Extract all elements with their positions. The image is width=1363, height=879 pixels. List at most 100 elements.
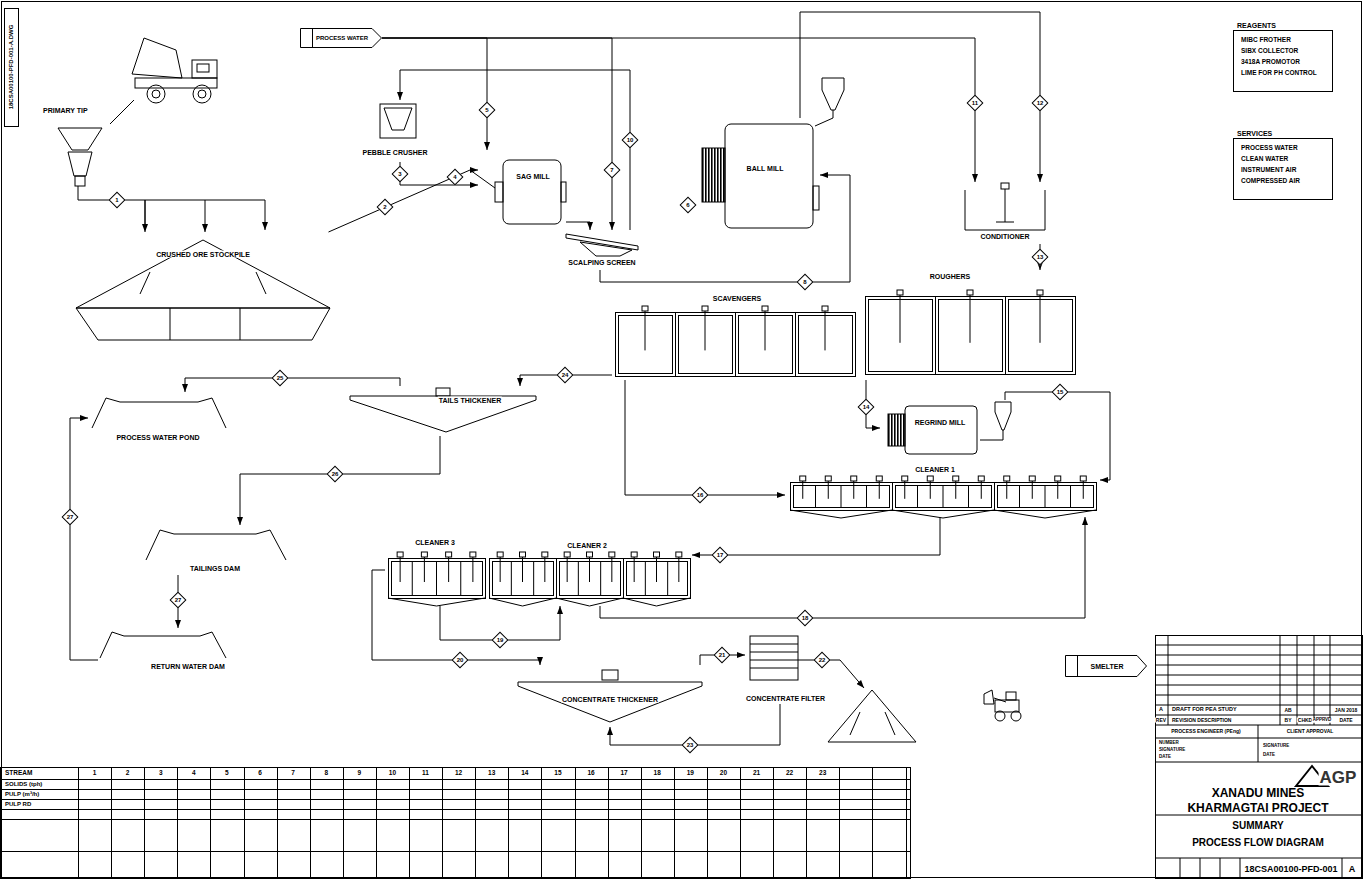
equipment-label: SCALPING SCREEN [567,259,636,266]
conditioner-tank [965,183,1045,230]
flotation-cells [388,552,486,606]
flotation-cells [794,486,890,508]
primary-tip-hopper [75,176,85,186]
arrow-box-outline [301,29,382,48]
table-cell: 20 [719,770,728,777]
regrind-mill-drum [888,414,905,446]
front-loader [984,690,994,704]
flotation-cells [489,598,556,606]
table-cell: 9 [356,770,362,777]
stream-number: 14 [858,399,874,415]
stream-table-grid [839,767,840,879]
process-line [692,517,940,555]
equipment-node: REAGENTSMIBC FROTHERSIBX COLLECTOR3418A … [1233,20,1333,92]
equipment-node: REGRIND MILL [880,400,1015,460]
haul-truck [197,64,209,72]
haul-truck [198,90,206,98]
equipment-label: SAG MILL [515,173,550,180]
equipment-node: CONCENTRATE FILTER [745,632,845,704]
flotation-cells [631,552,637,557]
process-line [1005,392,1110,480]
stream-number: 21 [714,647,730,663]
stream-table-grid [277,767,278,879]
stream-table-grid [111,767,112,879]
equipment-label: CONDITIONER [980,233,1031,240]
flotation-cells [1057,481,1058,499]
primary-tip-hopper [58,128,102,195]
flotation-cells [893,483,995,511]
flotation-cells [802,481,803,499]
filter-press [750,636,798,680]
stream-table-grid [674,767,675,879]
flotation-cells [611,557,612,582]
dam-outline [100,632,226,658]
stream-number: 16 [692,487,708,503]
table-cell: 16 [586,770,595,777]
table-cell: 7 [290,770,296,777]
flotation-cells [589,557,590,582]
thickener-tank [350,396,536,432]
process-line [800,12,1040,182]
conditioner-tank [996,222,1014,223]
equipment-node: PROCESS WATER [300,28,382,48]
flotation-cells [866,290,1076,375]
stream-number: 13 [1032,249,1048,265]
process-line [372,570,540,665]
filter-press [750,636,798,680]
flotation-cells [470,552,476,557]
flotation-cells [1004,476,1010,481]
equipment-label: PRIMARY TIP [42,107,89,114]
flotation-cells [400,557,401,582]
stream-number: 26 [327,466,343,482]
flotation-cells [841,485,842,507]
stream-table-grid [244,767,245,879]
flotation-cells [676,552,682,557]
stream-table-grid [442,767,443,879]
equipment-label: SCAVENGERS [712,295,763,302]
stream-table-grid [773,767,774,879]
flotation-cells [397,552,403,557]
equipment-label: MIBC FROTHER [1240,37,1292,44]
table-cell: PULP (m³/h) [4,791,40,797]
equipment-label: LIME FOR PH CONTROL [1240,70,1318,77]
flotation-cells [388,598,485,606]
equipment-label: REAGENTS [1236,22,1277,29]
flotation-cells [1055,476,1061,481]
flotation-cells [616,306,856,377]
flotation-cells [544,557,545,582]
equipment-label: CONCENTRATE FILTER [745,695,826,702]
process-line [625,380,785,495]
stream-table-grid [177,767,178,879]
ore-stockpile [140,272,150,294]
equipment-node: CRUSHED ORE STOCKPILE [72,232,334,342]
table-cell: 12 [454,770,463,777]
thickener-tank [602,670,618,680]
title-block-text: CLIENT APPROVAL [1286,729,1335,734]
table-cell: 2 [125,770,131,777]
haul-truck [110,100,134,124]
stream-table-grid [541,767,542,879]
flotation-cells [930,481,931,499]
equipment-node: TAILINGS DAM [143,525,288,575]
flotation-cells [578,561,579,595]
flotation-cells [446,552,452,557]
flotation-cells [955,481,956,499]
equipment-label: CLEAN WATER [1240,156,1289,163]
flotation-cells [892,510,994,518]
flotation-cells [564,552,570,557]
title-block-text: 18CSA00100-PFD-001 [1243,865,1338,874]
title-block-text: APPRVD [1312,718,1333,723]
flotation-cells [587,552,593,557]
equipment-label: REGRIND MILL [914,419,967,426]
title-block-text: A [1348,865,1357,874]
equipment-node: TAILS THICKENER [345,386,540,436]
equipment-label: CLEANER 2 [566,542,608,549]
process-line [382,38,612,230]
process-line [400,162,478,185]
flotation-cells [994,510,1096,518]
flotation-cells [917,485,918,507]
ball-mill-drum [702,124,819,228]
table-cell: STREAM [4,770,33,777]
stream-number: 11 [967,95,983,111]
